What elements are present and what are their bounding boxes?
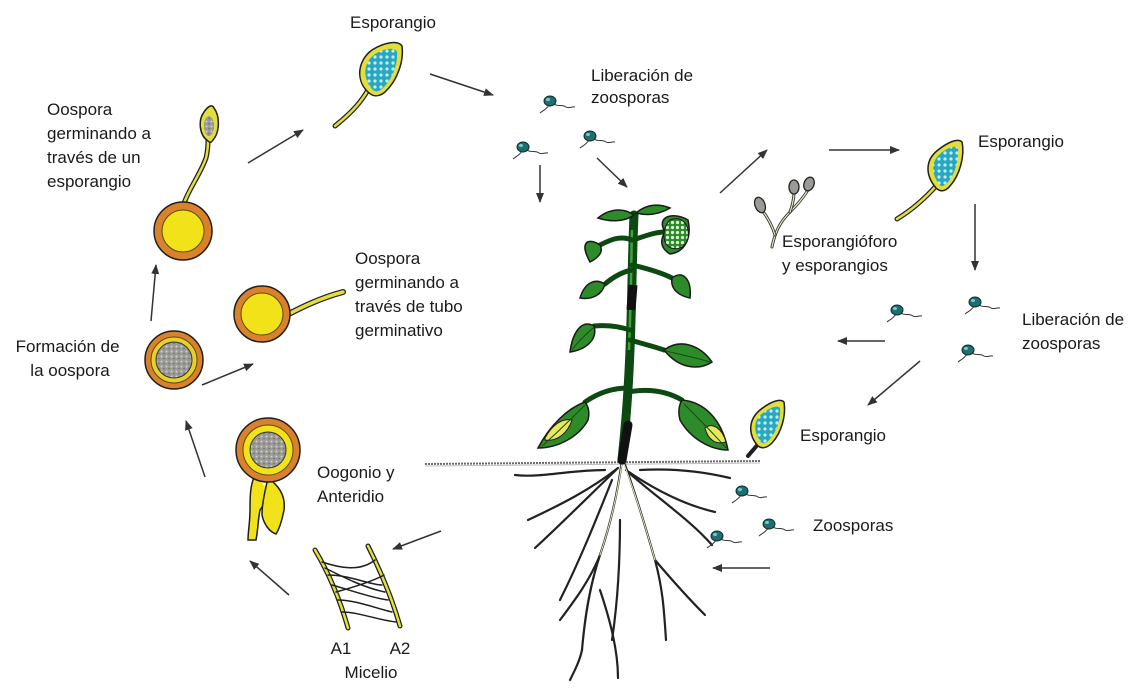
label-mating-a2: A2 [390, 639, 411, 658]
label-sporangium-right-top: Esporangio [978, 132, 1064, 151]
leaf [580, 281, 605, 298]
arrow [720, 150, 767, 193]
leaf-lesion [664, 219, 688, 249]
label-release-top: Liberación de zoosporas [591, 66, 698, 107]
oogonium-antheridium [236, 418, 300, 540]
arrow [393, 531, 441, 549]
label-oospore-tube: Oospora germinando a través de tubo germ… [355, 249, 467, 340]
leaf [598, 210, 634, 221]
plant-roots [515, 460, 730, 680]
arrow [248, 130, 303, 163]
leaf [664, 344, 712, 367]
oospore-germinating-tube [234, 286, 343, 342]
potato-plant [515, 205, 730, 680]
label-zoospores: Zoosporas [813, 516, 893, 535]
mycelium-a1-a2 [315, 546, 400, 628]
zoospore-icon [580, 131, 615, 148]
sporangium-top [335, 43, 402, 126]
oospore-germinating-sporangium [154, 106, 218, 260]
arrow [597, 158, 627, 187]
sporangium-right-mid [748, 400, 785, 456]
label-sporangium-right-mid: Esporangio [800, 426, 886, 445]
zoospore-icon [759, 519, 794, 536]
zoospore-icon [958, 345, 993, 362]
label-oospore-sporangium: Oospora germinando a través de un espora… [47, 100, 156, 191]
arrow [151, 265, 156, 321]
zoospore-icon [513, 142, 548, 159]
label-sporangium-top: Esporangio [350, 13, 436, 32]
arrow [430, 74, 493, 95]
arrow [868, 361, 920, 405]
label-oogonium: Oogonio y Anteridio [317, 463, 399, 506]
zoospore-icon [540, 96, 575, 113]
zoospore-icon [732, 486, 767, 503]
zoospore-icon [887, 305, 922, 322]
leaf [672, 275, 691, 298]
label-mycelium: Micelio [345, 663, 398, 682]
oospore-formation [145, 331, 203, 389]
label-sporangiophore: Esporangióforo y esporangios [782, 232, 902, 275]
arrow [202, 364, 253, 385]
leaf [585, 241, 601, 262]
arrow [186, 421, 205, 477]
arrow [250, 561, 289, 595]
label-oospore-formation: Formación de la oospora [16, 337, 125, 380]
soil-line [425, 461, 760, 466]
zoospore-icon [965, 297, 1000, 314]
zoospores [513, 96, 1000, 548]
sporangium-right-top [897, 140, 963, 219]
label-release-right: Liberación de zoosporas [1022, 310, 1129, 353]
leaf [636, 205, 670, 214]
label-mating-a1: A1 [331, 639, 352, 658]
